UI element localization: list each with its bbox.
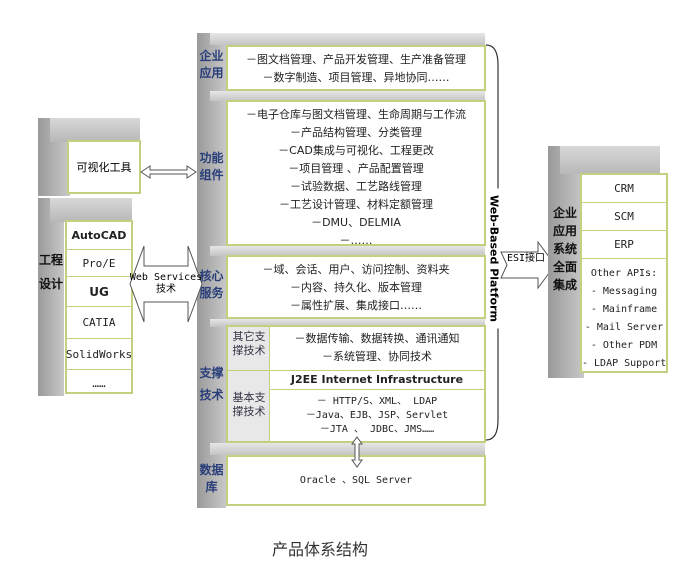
eng-design-box: AutoCAD Pro/E UG CATIA SolidWorks ……	[65, 220, 133, 394]
cad-item-solidworks: SolidWorks	[66, 339, 132, 370]
platform-label: Web-Based Platform	[487, 188, 501, 329]
text-line: －工艺设计管理、材料定额管理	[279, 198, 433, 211]
layer-top	[210, 33, 485, 45]
function-components-label: 功能组件	[199, 151, 224, 182]
basic-support-lines: － HTTP/S、XML、 LDAP －Java、EJB、JSP、Servlet…	[270, 395, 484, 437]
text-line: －属性扩展、集成接口……	[290, 299, 422, 312]
text-line: －CAD集成与可视化、工程更改	[278, 144, 434, 157]
support-tech-label: 支撑技术	[199, 366, 224, 402]
text-line: －JTA 、 JDBC、JMS……	[319, 424, 435, 435]
text-line: －项目管理 、产品配置管理	[288, 162, 424, 175]
cad-item-ug: UG	[67, 277, 131, 307]
web-services-arrow-icon	[129, 245, 203, 323]
api-item: - LDAP Support	[582, 358, 667, 369]
other-apis: Other APIs: - Messaging - Mainframe - Ma…	[582, 259, 666, 373]
layer-top	[210, 443, 485, 455]
api-item: - Other PDM	[590, 340, 658, 351]
integration-item-scm: SCM	[582, 203, 666, 231]
cad-item-catia: CATIA	[67, 307, 131, 339]
layer-top	[210, 246, 485, 256]
text-line: －……	[339, 234, 373, 247]
text-line: －电子仓库与图文档管理、生命周期与工作流	[246, 108, 466, 121]
support-tech-box: 其它支撑技术 －数据传输、数据转换、通讯通知 －系统管理、协同技术 J2EE I…	[226, 325, 486, 443]
integration-item-crm: CRM	[582, 175, 666, 203]
divider	[228, 370, 484, 371]
database-label: 数据库	[199, 463, 224, 494]
function-components-box: －电子仓库与图文档管理、生命周期与工作流 －产品结构管理、分类管理 －CAD集成…	[226, 100, 486, 247]
web-services-label: Web Services 技术	[128, 272, 204, 296]
enterprise-app-label: 企业应用	[199, 49, 224, 80]
right-side-panel	[548, 146, 584, 378]
db-double-arrow-icon	[351, 436, 363, 468]
cad-item-more: ……	[92, 377, 106, 390]
integration-box: CRM SCM ERP Other APIs: - Messaging - Ma…	[580, 173, 668, 373]
web-services-line: Web Services	[129, 272, 203, 283]
enterprise-app-box: －图文档管理、产品开发管理、生产准备管理 －数字制造、项目管理、异地协同……	[226, 45, 486, 91]
text-line: －试验数据、工艺路线管理	[290, 180, 422, 193]
layer-top	[210, 91, 485, 101]
basic-support-label: 基本支撑技术	[232, 391, 266, 418]
text-line: －内容、持久化、版本管理	[290, 281, 422, 294]
core-services-box: －域、会话、用户、访问控制、资料夹 －内容、持久化、版本管理 －属性扩展、集成接…	[226, 255, 486, 319]
j2ee-infrastructure: J2EE Internet Infrastructure	[290, 373, 464, 386]
esi-label: ESI接口	[507, 253, 546, 264]
database-text: Oracle 、SQL Server	[299, 474, 413, 486]
other-apis-title: Other APIs:	[590, 268, 658, 279]
api-item: - Messaging	[590, 286, 658, 297]
cad-item-proe: Pro/E	[67, 250, 131, 277]
support-left-column	[228, 327, 270, 441]
eng-top	[50, 198, 132, 222]
divider	[270, 389, 484, 390]
visual-top	[50, 118, 140, 142]
eng-design-label: 工程设计	[38, 253, 63, 291]
api-item: - Mail Server	[584, 322, 664, 333]
layer-top	[210, 319, 485, 327]
other-support-lines: －数据传输、数据转换、通讯通知 －系统管理、协同技术	[270, 330, 484, 366]
text-line: －图文档管理、产品开发管理、生产准备管理	[246, 53, 466, 66]
eng-side-panel	[38, 198, 64, 396]
text-line: －产品结构管理、分类管理	[290, 126, 422, 139]
integration-label: 企业应用系统全面集成	[552, 206, 577, 292]
text-line: －数据传输、数据转换、通讯通知	[294, 332, 460, 345]
diagram-caption: 产品体系结构	[271, 540, 368, 559]
api-item: - Mainframe	[590, 304, 658, 315]
text-line: －数字制造、项目管理、异地协同……	[262, 71, 450, 84]
web-services-line: 技术	[156, 284, 176, 295]
visual-tool-box: 可视化工具	[67, 140, 141, 194]
esi-arrow-icon	[500, 240, 556, 290]
text-line: －域、会话、用户、访问控制、资料夹	[262, 263, 450, 276]
text-line: －DMU、DELMIA	[311, 216, 401, 229]
text-line: －系统管理、协同技术	[322, 350, 432, 363]
visual-double-arrow-icon	[140, 165, 197, 179]
integration-item-erp: ERP	[582, 231, 666, 259]
center-side-panel	[197, 33, 226, 508]
cad-item-autocad: AutoCAD	[67, 222, 131, 250]
text-line: －Java、EJB、JSP、Servlet	[305, 410, 449, 421]
right-top	[560, 146, 660, 174]
other-support-label: 其它支撑技术	[232, 330, 266, 357]
text-line: － HTTP/S、XML、 LDAP	[316, 396, 438, 407]
core-services-label: 核心服务	[199, 269, 224, 300]
